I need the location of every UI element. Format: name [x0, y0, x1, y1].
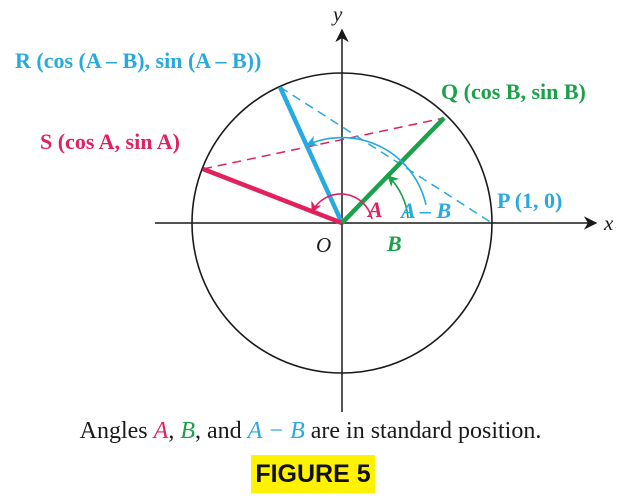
- chord-S-Q: [202, 117, 445, 170]
- caption-angle-B: B: [180, 418, 195, 444]
- angle-A-minus-B-label: A – B: [399, 198, 451, 223]
- caption-suffix: are in standard position.: [304, 418, 542, 444]
- radius-OR: [277, 86, 345, 224]
- point-Q-label: Q (cos B, sin B): [441, 79, 586, 104]
- arc-angle-A: [311, 193, 373, 220]
- y-axis-label: y: [331, 2, 343, 26]
- x-axis-label: x: [603, 211, 614, 235]
- figure-number-label: FIGURE 5: [251, 455, 375, 493]
- caption-prefix: Angles: [79, 418, 154, 444]
- caption-angle-A: A: [153, 418, 169, 444]
- point-S-label: S (cos A, sin A): [40, 129, 180, 154]
- chord-R-P: [279, 86, 493, 224]
- arc-angle-B: [387, 175, 409, 219]
- angle-A-label: A: [366, 197, 383, 222]
- point-P-label: P (1, 0): [497, 188, 562, 213]
- origin-label: O: [316, 233, 331, 257]
- arc-angle-A-minus-B: [305, 135, 427, 206]
- figure-caption: Angles A, B, and A − B are in standard p…: [0, 418, 621, 445]
- caption-sep1: ,: [168, 418, 181, 444]
- radius-OS: [202, 166, 343, 226]
- caption-angle-A-minus-B: A − B: [247, 418, 305, 444]
- caption-sep2: , and: [194, 418, 248, 444]
- angle-B-label: B: [386, 231, 402, 256]
- point-R-label: R (cos (A – B), sin (A – B)): [15, 48, 261, 73]
- radius-OQ: [340, 116, 446, 225]
